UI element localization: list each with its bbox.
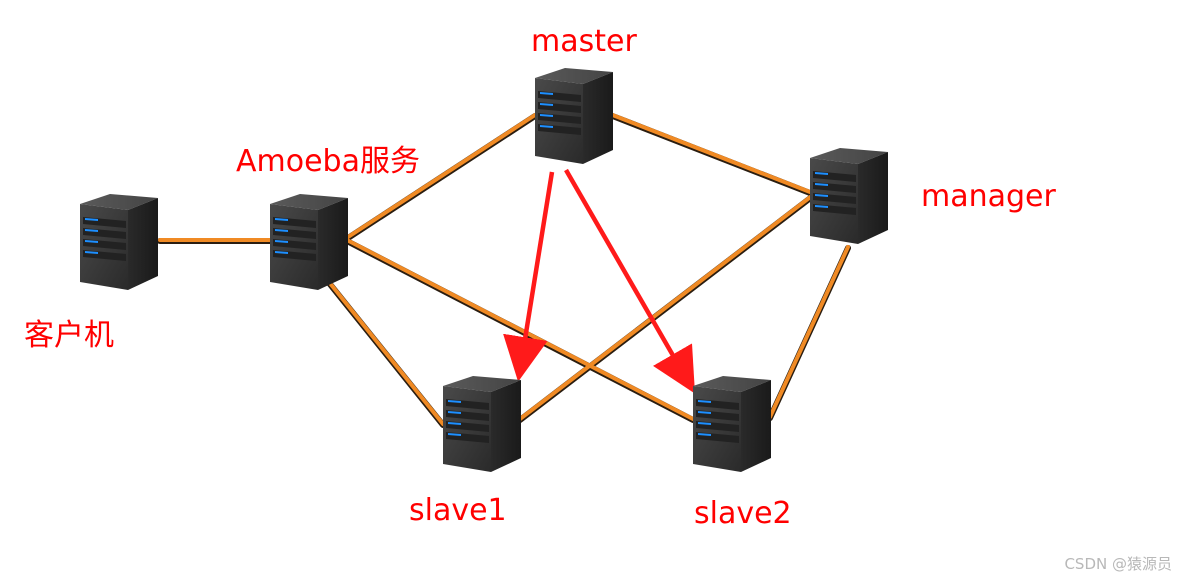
label-master: master (531, 24, 637, 59)
server-icon (80, 194, 158, 290)
replication-arrow-icon (564, 168, 695, 394)
replication-arrows (503, 168, 695, 394)
watermark: CSDN @猿源员 (1064, 555, 1172, 573)
link-master-manager (608, 112, 812, 194)
link-manager-slave2 (768, 245, 850, 419)
link-amoeba-slave1 (323, 275, 445, 426)
server-amoeba (270, 194, 348, 290)
server-icon (270, 194, 348, 290)
label-manager: manager (921, 179, 1056, 214)
replication-arrow-icon (503, 171, 555, 382)
label-slave1: slave1 (409, 493, 507, 528)
network-links (157, 112, 851, 428)
server-slave2 (693, 376, 771, 472)
server-slave1 (443, 376, 521, 472)
label-slave2: slave2 (694, 496, 792, 531)
server-icon (535, 68, 613, 164)
server-icon (443, 376, 521, 472)
server-manager (810, 148, 888, 244)
label-client: 客户机 (24, 318, 114, 353)
server-master (535, 68, 613, 164)
link-slave1-manager (518, 193, 815, 421)
link-amoeba-slave2 (343, 237, 695, 421)
link-amoeba-master (343, 113, 537, 241)
server-icon (693, 376, 771, 472)
label-amoeba: Amoeba服务 (236, 144, 420, 179)
server-client (80, 194, 158, 290)
server-icon (810, 148, 888, 244)
